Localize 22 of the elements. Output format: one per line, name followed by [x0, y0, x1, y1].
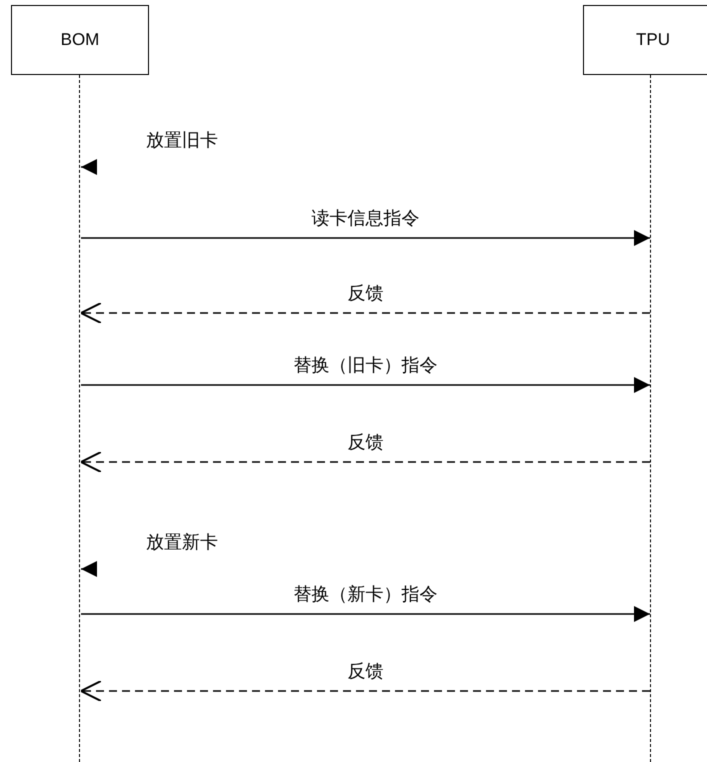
edge-label: 反馈 — [348, 285, 384, 303]
edge-label: 反馈 — [348, 434, 384, 452]
lifeline — [650, 75, 652, 762]
message-arrow — [80, 680, 650, 702]
edge-label: 反馈 — [348, 663, 384, 681]
participant-box — [11, 5, 149, 75]
edge-label: 读卡信息指令 — [312, 210, 420, 228]
message-arrow — [81, 606, 650, 622]
participant-box — [583, 5, 707, 75]
message-arrow — [80, 302, 650, 324]
message-arrow — [81, 230, 650, 246]
edge-label: 放置旧卡 — [146, 132, 218, 150]
message-arrow — [80, 451, 650, 473]
arrowhead — [81, 561, 97, 577]
edge-label: 替换（新卡）指令 — [294, 586, 438, 604]
participant-name: TPU — [636, 29, 670, 52]
arrowhead — [81, 159, 97, 175]
edge-label: 替换（旧卡）指令 — [294, 357, 438, 375]
participant-name: BOM — [60, 29, 100, 52]
edge-label: 放置新卡 — [146, 534, 218, 552]
message-arrow — [81, 377, 650, 393]
lifeline — [79, 75, 81, 762]
